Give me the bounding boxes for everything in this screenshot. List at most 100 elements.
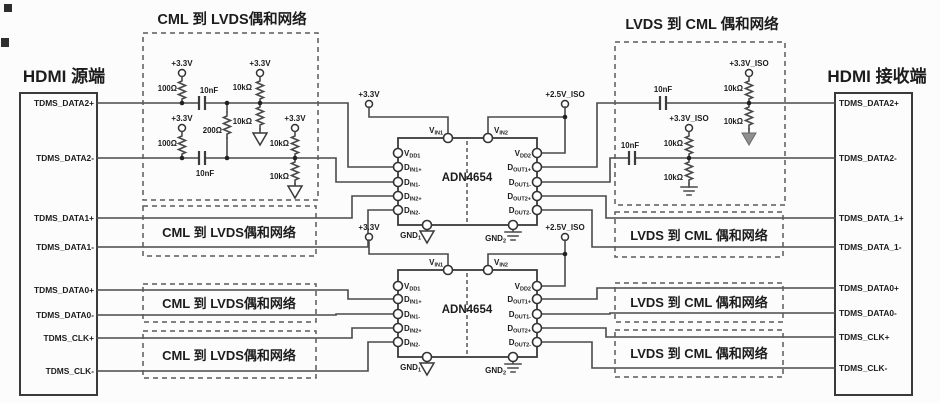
network-label: LVDS 到 CML 偶和网络	[630, 346, 767, 361]
network-dashed-box	[614, 211, 784, 258]
receiver-title: HDMI 接收端	[827, 66, 926, 86]
capacitor-10nF	[197, 96, 207, 110]
chip-name: ADN4654	[442, 304, 493, 316]
resistor-value: 10kΩ	[664, 139, 683, 148]
source-signal-label: TDMS_DATA2-	[36, 153, 94, 163]
receiver-signal-label: TDMS_DATA_1-	[839, 242, 902, 252]
wire-out-data0p	[540, 287, 836, 300]
pin-label: DOUT2-	[509, 206, 531, 217]
cml-network-box-data0: CML 到 LVDS偶和网络	[142, 283, 317, 323]
network-dashed-box	[142, 205, 317, 257]
pin-dout1n	[531, 176, 543, 188]
source-signal-label: TDMS_DATA1+	[34, 213, 94, 223]
cml-to-lvds-network-data2: CML 到 LVDS偶和网络 +3.3V 100Ω 10nF 200Ω +3.3…	[142, 10, 319, 201]
receiver-signal-label: TDMS_DATA2-	[839, 153, 897, 163]
resistor-value: 100Ω	[158, 139, 177, 148]
resistor-value: 10kΩ	[724, 117, 743, 126]
pin-label: VIN2	[494, 258, 508, 269]
pin-vin2	[482, 264, 494, 276]
pin-dout1p	[531, 161, 543, 173]
pin-gnd2	[507, 351, 519, 363]
pin-label: DOUT1-	[509, 310, 531, 321]
pin-dout1p	[531, 293, 543, 305]
capacitor-10nF	[627, 151, 637, 165]
capacitor-10nF	[197, 151, 207, 165]
network-label: CML 到 LVDS偶和网络	[162, 296, 296, 311]
pin-vin1	[442, 264, 454, 276]
pin-label: DIN1+	[404, 295, 422, 306]
network-dashed-box	[614, 41, 786, 206]
pin-dout2p	[531, 190, 543, 202]
network-title: LVDS 到 CML 偶和网络	[625, 15, 779, 33]
pin-label: DOUT2+	[507, 324, 531, 335]
pin-dout2n	[531, 336, 543, 348]
pin-label: DIN1-	[404, 178, 420, 189]
isolator-chip-1: +3.3V +2.5V_ISO ADN4654 VIN1 VIN2 VDD1	[358, 90, 584, 245]
resistor-10k	[290, 131, 300, 159]
pin-din1n	[392, 308, 404, 320]
supply-wire-vin2-vdd2	[487, 106, 566, 154]
wire-data1n	[96, 209, 395, 248]
supply-label: +3.3V	[358, 90, 380, 99]
pin-label: VDD1	[404, 149, 420, 160]
wire-data0n	[96, 313, 395, 316]
chip-body	[397, 269, 538, 358]
supply-terminal	[177, 123, 187, 133]
ground-symbol	[286, 185, 304, 200]
junction-dot	[179, 155, 185, 161]
resistor-10k	[255, 76, 265, 104]
pin-label: VDD2	[515, 149, 531, 160]
pin-label: DIN1+	[404, 163, 422, 174]
wire-out-data1p	[540, 195, 836, 219]
supply-terminal	[177, 68, 187, 78]
hdmi-receiver-block: HDMI 接收端 TDMS_DATA2+ TDMS_DATA2- TDMS_DA…	[827, 66, 927, 396]
supply-terminal	[744, 68, 754, 78]
supply-terminal	[255, 68, 265, 78]
pin-dout2p	[531, 322, 543, 334]
junction-dot	[224, 155, 230, 161]
capacitor-value: 10nF	[654, 85, 672, 94]
earth-ground-symbol	[680, 186, 698, 196]
supply-label: +3.3V	[171, 59, 193, 68]
ground-symbol	[251, 132, 269, 147]
resistor-value: 10kΩ	[270, 139, 289, 148]
pin-label: DOUT1-	[509, 178, 531, 189]
resistor-value: 200Ω	[203, 126, 222, 135]
receiver-box	[834, 92, 913, 396]
receiver-signal-label: TDMS_DATA0+	[839, 283, 899, 293]
receiver-side-wires	[540, 102, 836, 369]
ground-symbol	[418, 230, 436, 245]
pin-vdd1	[392, 147, 404, 159]
junction-dot	[224, 100, 230, 106]
pin-gnd1	[421, 351, 433, 363]
wire-data0p	[96, 289, 395, 300]
capacitor-value: 10nF	[621, 141, 639, 150]
network-dashed-box	[142, 283, 317, 323]
pin-label: GND1	[400, 231, 421, 242]
receiver-signal-label: TDMS_DATA2+	[839, 98, 899, 108]
capacitor-10nF	[658, 96, 668, 110]
junction-dot	[562, 251, 568, 257]
source-signal-label: TDMS_DATA1-	[36, 242, 94, 252]
wire-clkn	[96, 341, 395, 372]
wire-out-data1n	[540, 209, 836, 248]
isolator-chip-2: +3.3V +2.5V_ISO ADN4654 VIN1 VIN2 VDD1 D…	[358, 223, 584, 377]
pin-label: VIN1	[429, 258, 443, 269]
pin-label: DOUT1+	[507, 163, 531, 174]
pin-label: DOUT2+	[507, 192, 531, 203]
pin-label: DIN2+	[404, 192, 422, 203]
pin-label: VDD1	[404, 282, 420, 293]
resistor-value: 10kΩ	[270, 172, 289, 181]
source-signal-label: TDMS_DATA2+	[34, 98, 94, 108]
resistor-value: 10kΩ	[724, 84, 743, 93]
pin-vdd2	[531, 147, 543, 159]
pin-din1p	[392, 293, 404, 305]
supply-label: +2.5V_ISO	[545, 90, 584, 99]
pin-din2p	[392, 322, 404, 334]
supply-label: +3.3V_ISO	[729, 59, 768, 68]
supply-wire-vin1	[368, 239, 449, 266]
pin-din1p	[392, 161, 404, 173]
junction-dot	[292, 155, 298, 161]
hdmi-source-block: HDMI 源端 TDMS_DATA2+ TDMS_DATA2- TDMS_DAT…	[19, 66, 105, 396]
